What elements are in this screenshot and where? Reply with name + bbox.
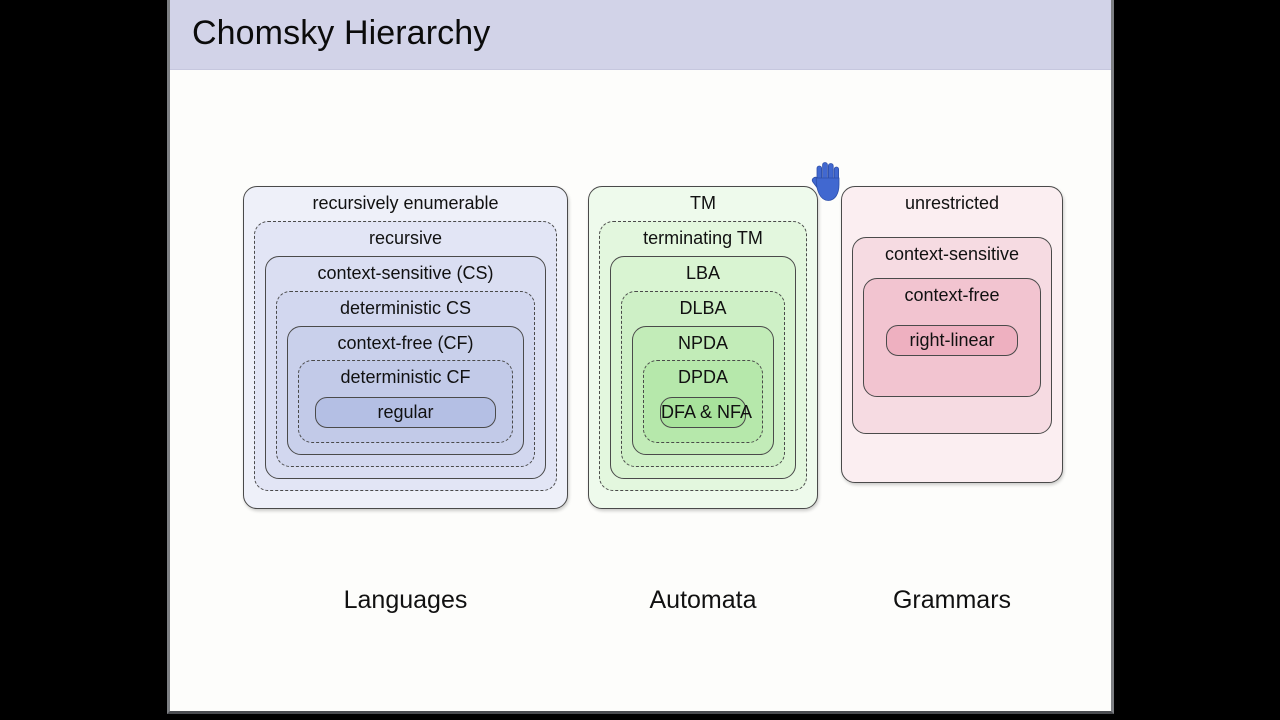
box-label: context-free (CF) (337, 332, 474, 353)
box-label: LBA (685, 262, 721, 283)
box-dlba[interactable]: DLBA NPDA DPDA DFA & NFA (621, 290, 785, 468)
slide-window: Chomsky Hierarchy recursively enumerable… (167, 0, 1114, 714)
box-dfa-and-nfa[interactable]: DFA & NFA (660, 397, 753, 429)
box-label: TM (690, 193, 716, 213)
box-label: deterministic CS (339, 297, 472, 318)
box-recursively-enumerable[interactable]: recursively enumerable recursive context… (243, 186, 568, 510)
column-grammars: unrestricted context-sensitive context-f… (841, 186, 1063, 614)
box-label: recursively enumerable (312, 193, 499, 213)
title-bar: Chomsky Hierarchy (170, 0, 1111, 70)
box-label: context-sensitive (884, 243, 1020, 264)
box-dpda[interactable]: DPDA DFA & NFA (643, 360, 763, 444)
box-right-linear[interactable]: right-linear (886, 324, 1018, 356)
box-context-free[interactable]: context-free right-linear (863, 277, 1041, 397)
box-context-sensitive[interactable]: context-sensitive context-free right-lin… (852, 236, 1052, 434)
box-regular[interactable]: regular (315, 397, 496, 429)
box-label: DPDA (677, 367, 728, 388)
box-npda[interactable]: NPDA DPDA DFA & NFA (632, 325, 774, 456)
box-terminating-tm[interactable]: terminating TM LBA DLBA NPDA DPDA (599, 220, 807, 492)
box-deterministic-cf[interactable]: deterministic CF regular (298, 360, 513, 444)
page-title: Chomsky Hierarchy (192, 14, 491, 52)
box-label: deterministic CF (340, 367, 471, 388)
column-automata: TM terminating TM LBA DLBA NPDA DPDA (588, 162, 840, 614)
box-label: recursive (368, 227, 443, 248)
box-label: unrestricted (904, 193, 1000, 213)
box-label: NPDA (677, 332, 728, 353)
box-label: DLBA (679, 297, 727, 318)
box-deterministic-cs[interactable]: deterministic CS context-free (CF) deter… (276, 290, 535, 468)
box-lba[interactable]: LBA DLBA NPDA DPDA DFA & NFA (610, 255, 796, 480)
box-label: DFA & NFA (661, 402, 753, 423)
box-tm[interactable]: TM terminating TM LBA DLBA NPDA DPDA (588, 186, 818, 510)
box-label: regular (377, 402, 434, 423)
slide-canvas: recursively enumerable recursive context… (170, 70, 1111, 711)
box-label: context-sensitive (CS) (317, 262, 494, 283)
column-label-automata: Automata (649, 586, 757, 614)
column-languages: recursively enumerable recursive context… (243, 186, 568, 614)
box-context-free-cf[interactable]: context-free (CF) deterministic CF regul… (287, 325, 524, 456)
column-label-grammars: Grammars (892, 586, 1012, 614)
box-label: right-linear (909, 329, 995, 350)
box-label: terminating TM (643, 227, 763, 248)
box-recursive[interactable]: recursive context-sensitive (CS) determi… (254, 220, 557, 492)
column-label-languages: Languages (343, 586, 468, 614)
box-context-sensitive-cs[interactable]: context-sensitive (CS) deterministic CS … (265, 255, 546, 480)
box-label: context-free (904, 284, 1000, 305)
box-unrestricted[interactable]: unrestricted context-sensitive context-f… (841, 186, 1063, 483)
